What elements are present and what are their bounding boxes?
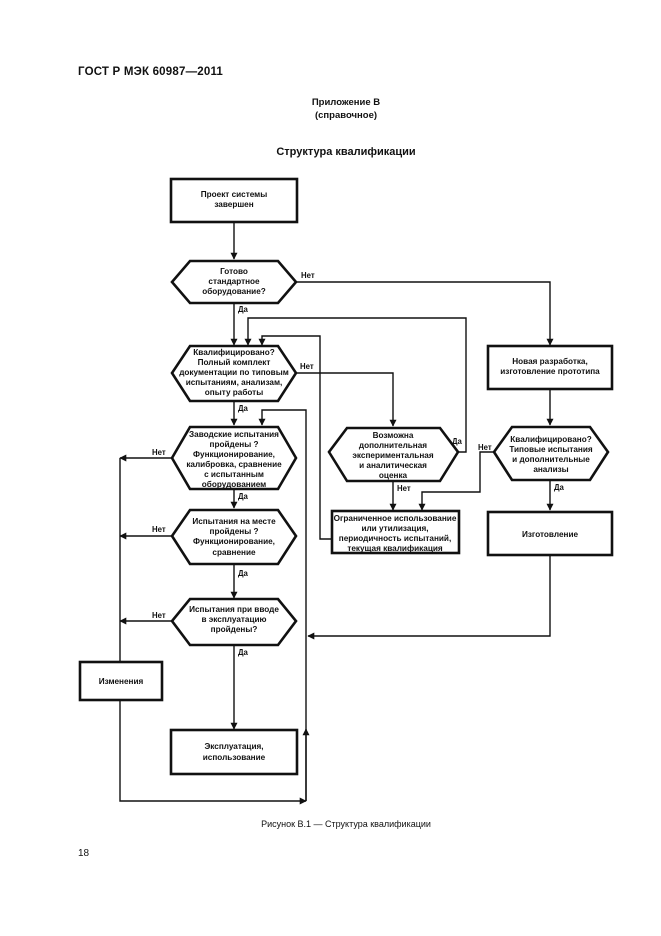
label-no: Нет — [300, 362, 314, 371]
node-text: Эксплуатация, — [204, 742, 263, 751]
node-text: Изготовление — [522, 530, 579, 539]
label-yes: Да — [238, 569, 249, 578]
node-text: Проект системы — [201, 190, 267, 199]
label-no: Нет — [301, 271, 315, 280]
node-commissioning-tests: Испытания при вводе в эксплуатацию пройд… — [170, 597, 298, 647]
node-text: Новая разработка, — [512, 356, 588, 366]
node-text: Полный комплект — [198, 358, 271, 367]
node-text: оборудование? — [202, 286, 266, 296]
label-yes: Да — [238, 648, 249, 657]
node-manufacturing: Изготовление — [486, 510, 614, 557]
label-yes: Да — [238, 492, 249, 501]
node-text: оценка — [379, 471, 408, 480]
node-qualified-full-documentation: Квалифицировано? Полный комплект докумен… — [170, 344, 298, 403]
node-text: опыту работы — [205, 387, 263, 397]
node-text: Изменения — [99, 677, 144, 686]
node-standard-equipment-ready: Готово стандартное оборудование? — [170, 259, 298, 305]
label-no: Нет — [152, 525, 166, 534]
node-text: Квалифицировано? — [510, 435, 591, 444]
node-text: дополнительная — [359, 441, 427, 450]
node-operation: Эксплуатация, использование — [169, 728, 299, 776]
node-text: Функционирование, — [193, 537, 275, 546]
label-yes: Да — [554, 483, 565, 492]
node-text: пройдены ? — [210, 440, 259, 449]
node-text: Возможна — [373, 431, 414, 440]
node-text: оборудованием — [202, 479, 266, 489]
node-text: или утилизация, — [361, 524, 428, 533]
node-text: использование — [203, 753, 266, 762]
node-text: завершен — [214, 200, 253, 209]
node-factory-tests: Заводские испытания пройдены ? Функциони… — [170, 425, 298, 491]
label-no: Нет — [478, 443, 492, 452]
arrow-std-no-to-newdev — [296, 281, 554, 346]
node-text: экспериментальная — [352, 451, 433, 460]
arrow-changes-to-return — [119, 701, 307, 805]
node-text: пройдены ? — [210, 527, 259, 536]
node-text: Ограниченное использование — [334, 514, 457, 523]
annex-heading: Приложение В (справочное) — [0, 96, 661, 122]
node-text: в эксплуатацию — [201, 615, 266, 624]
branch-labels: Нет Да Нет Да Да Нет Нет Да Нет Да Нет Д… — [152, 271, 565, 657]
arrow-qual-no-to-addl — [296, 372, 397, 427]
label-yes: Да — [238, 305, 249, 314]
node-project-done: Проект системы завершен — [169, 177, 299, 224]
annex-note: (справочное) — [314, 110, 378, 121]
arrow-mfg-to-return — [307, 556, 551, 640]
figure-caption: Рисунок В.1 — Структура квалификации — [261, 819, 431, 829]
node-text: сравнение — [212, 548, 256, 557]
page-number: 18 — [78, 848, 90, 859]
arrow-qual2-no-to-limited — [418, 451, 494, 511]
node-text: Испытания на месте — [192, 517, 276, 526]
node-text: стандартное — [208, 277, 260, 286]
node-text: Готово — [220, 267, 248, 276]
connectors — [119, 223, 554, 805]
node-text: Заводские испытания — [189, 430, 279, 439]
label-no: Нет — [397, 484, 411, 493]
node-text: испытаниям, анализам, — [186, 378, 283, 387]
arrow-addl-yes-back — [244, 317, 467, 453]
node-text: калибровка, сравнение — [186, 459, 282, 469]
node-new-development: Новая разработка, изготовление прототипа — [486, 344, 614, 391]
node-text: Испытания при вводе — [189, 605, 279, 614]
node-changes: Изменения — [78, 660, 164, 702]
label-no: Нет — [152, 611, 166, 620]
node-text: документации по типовым — [179, 368, 289, 377]
label-yes: Да — [452, 437, 463, 446]
node-additional-evaluation: Возможна дополнительная экспериментальна… — [327, 426, 460, 483]
arrow-return-to-factory — [258, 409, 307, 801]
node-text: текущая квалификация — [347, 544, 443, 553]
node-text: Типовые испытания — [509, 445, 593, 454]
annex-title: Приложение В — [311, 97, 381, 108]
node-text: периодичность испытаний, — [339, 534, 452, 543]
arrow-limited-back — [258, 335, 332, 540]
node-text: и дополнительные — [512, 455, 590, 464]
node-text: изготовление прототипа — [500, 367, 600, 376]
node-text: и аналитическая — [359, 461, 427, 470]
document-header: ГОСТ Р МЭК 60987—2011 — [78, 66, 224, 78]
node-site-tests: Испытания на месте пройдены ? Функционир… — [170, 508, 298, 566]
node-text: Функционирование, — [193, 450, 275, 459]
label-yes: Да — [238, 404, 249, 413]
node-text: анализы — [533, 465, 568, 474]
node-limited-use: Ограниченное использование или утилизаци… — [330, 509, 461, 555]
node-text: пройдены? — [211, 625, 258, 634]
node-text: Квалифицировано? — [193, 348, 274, 357]
node-text: с испытанным — [204, 470, 264, 479]
node-qualified-type-tests: Квалифицировано? Типовые испытания и доп… — [492, 425, 610, 482]
label-no: Нет — [152, 448, 166, 457]
figure-title: Структура квалификации — [276, 146, 416, 158]
